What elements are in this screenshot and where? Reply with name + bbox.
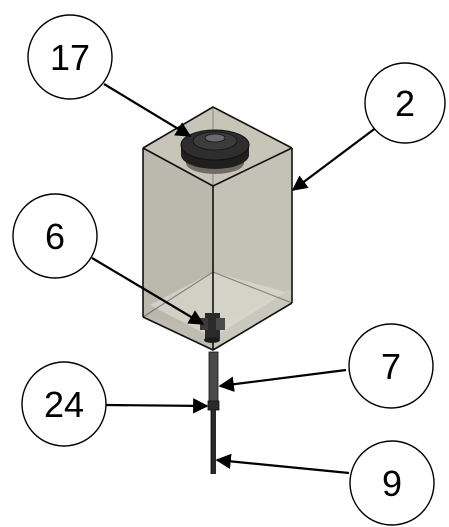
balloon-2: 2 (364, 62, 446, 144)
balloon-9-label: 9 (382, 463, 402, 504)
balloon-17-label: 17 (50, 37, 90, 78)
outlet-tube (207, 351, 220, 474)
balloon-9: 9 (349, 440, 435, 526)
balloon-24: 24 (21, 361, 107, 447)
balloon-6: 6 (12, 193, 98, 279)
leader-6 (91, 257, 205, 325)
leader-lines (91, 83, 378, 475)
balloon-17: 17 (27, 14, 113, 100)
leader-17 (103, 83, 192, 137)
leader-24 (105, 398, 209, 414)
balloon-7-label: 7 (381, 346, 401, 387)
balloon-24-label: 24 (44, 384, 84, 425)
tank-bottom-highlight (150, 272, 286, 338)
balloon-2-label: 2 (395, 83, 415, 124)
filler-cap (180, 129, 250, 174)
balloon-6-label: 6 (45, 216, 65, 257)
leader-7 (218, 368, 347, 392)
leader-9 (215, 453, 350, 475)
leader-2 (291, 126, 378, 191)
balloon-7: 7 (348, 323, 434, 409)
